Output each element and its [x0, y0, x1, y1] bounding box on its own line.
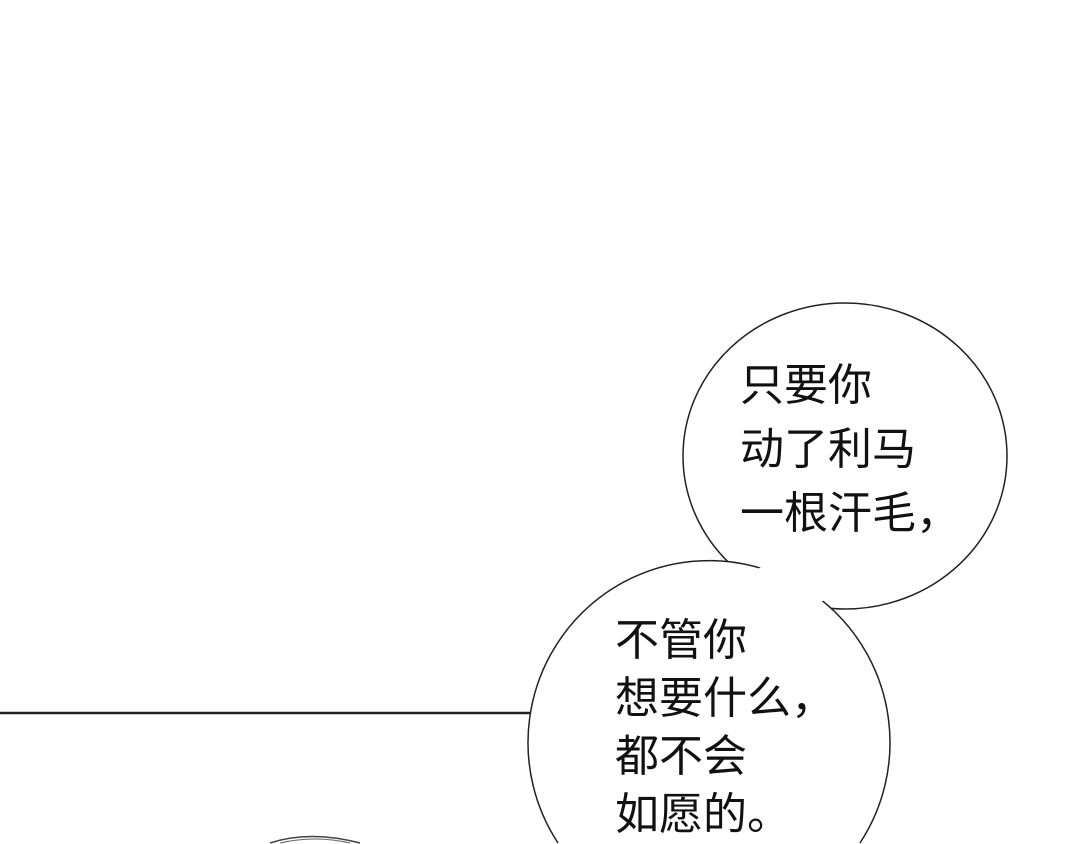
speech-bubble-1: [682, 302, 1008, 610]
bubble-line: 想要什么，: [615, 673, 835, 724]
bubble-line: 如愿的。: [615, 789, 791, 840]
bubble-line: 只要你: [740, 360, 872, 411]
character-hair-sketch: [269, 835, 361, 844]
speech-bubble-2-text: 不管你 想要什么， 都不会 如愿的。: [615, 612, 835, 844]
bubble-line: 动了利马: [740, 424, 916, 475]
speech-bubble-2: [527, 559, 891, 844]
speech-bubbles: [527, 302, 1008, 844]
bubble-line: 一根汗毛，: [740, 488, 960, 539]
bubble-join: [742, 563, 838, 607]
bubble-line: 都不会: [615, 731, 747, 782]
character-hair-sketch-2: [279, 838, 351, 844]
bubble-line: 不管你: [615, 615, 747, 666]
speech-bubble-1-text: 只要你 动了利马 一根汗毛，: [740, 354, 960, 546]
